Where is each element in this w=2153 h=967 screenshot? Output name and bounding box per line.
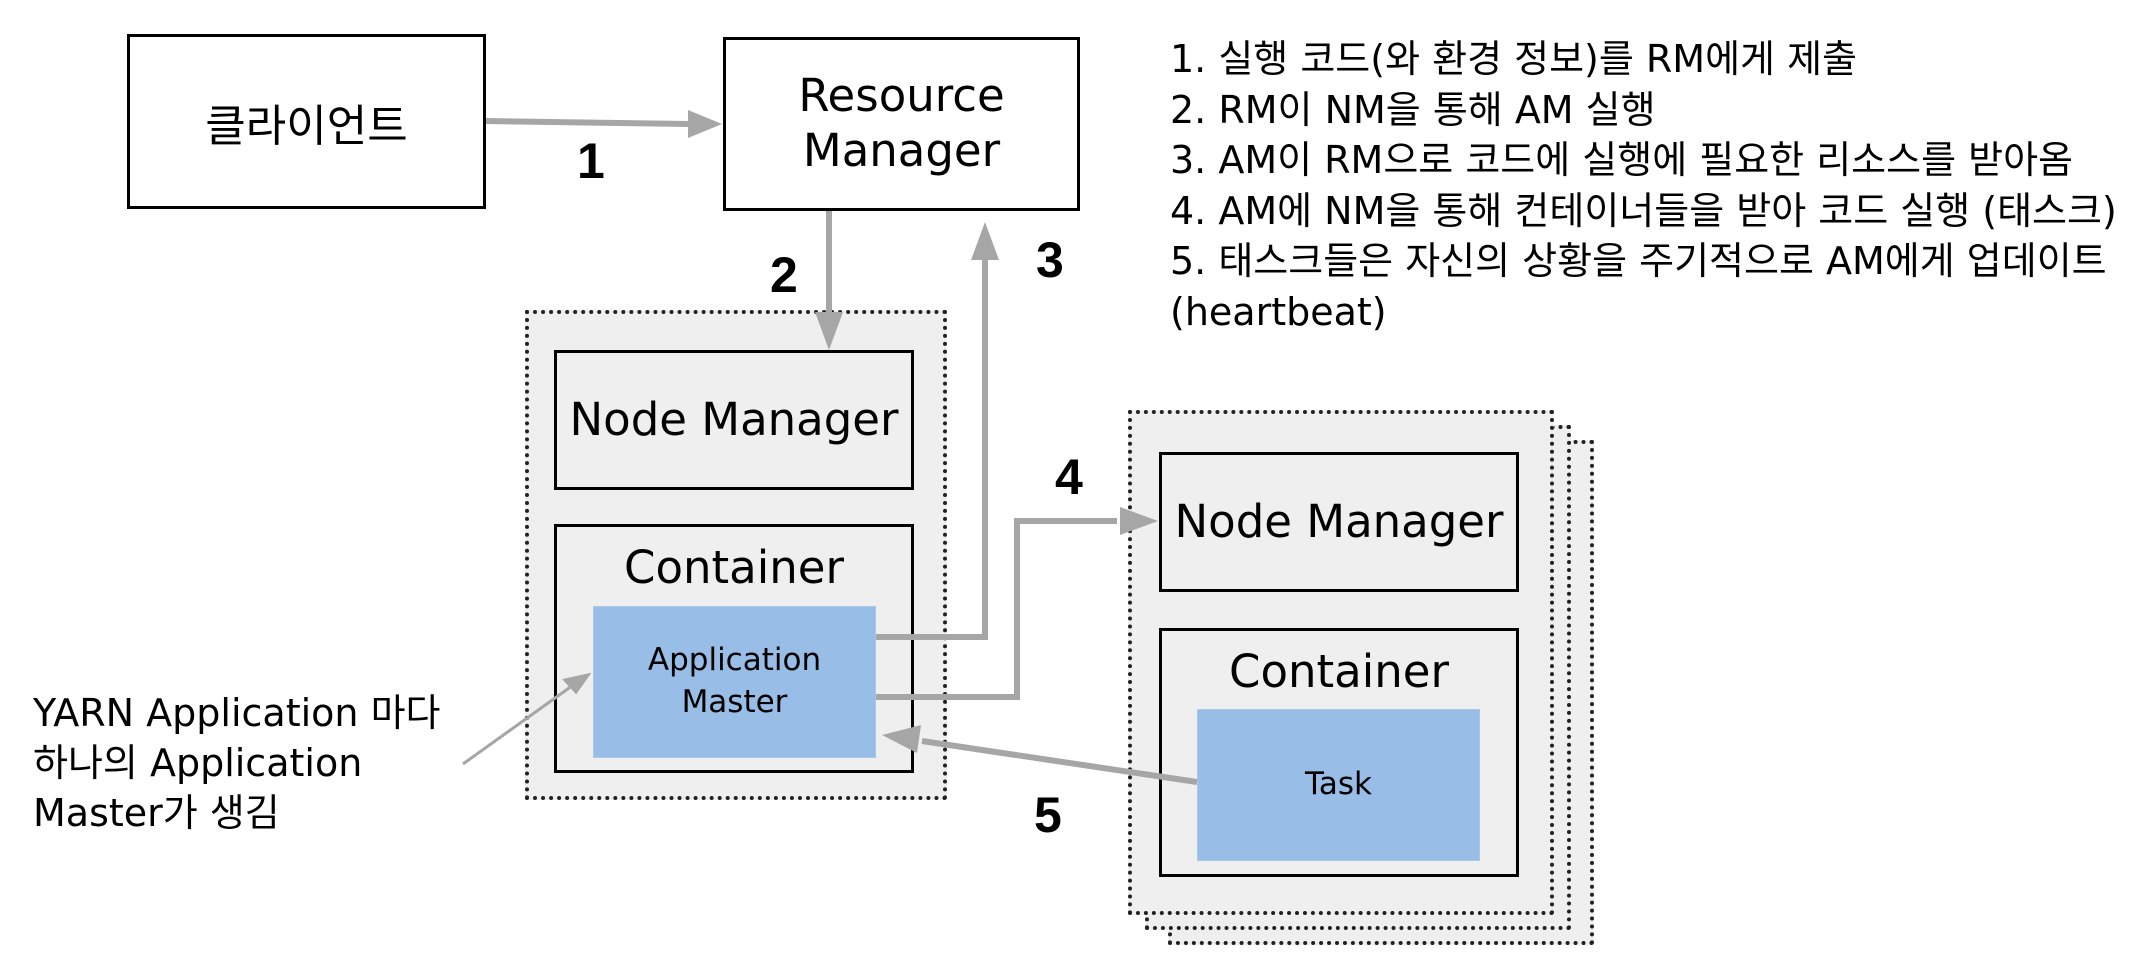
steps-description: 1. 실행 코드(와 환경 정보)를 RM에게 제출 2. RM이 NM을 통해… xyxy=(1170,34,2150,337)
right-node-manager-label: Node Manager xyxy=(1174,494,1504,548)
task-box: Task xyxy=(1197,709,1480,861)
note-line-4: 4. AM에 NM을 통해 컨테이너들을 받아 코드 실행 (태스크) xyxy=(1170,188,2117,233)
resource-manager-box: Resource Manager xyxy=(723,37,1080,211)
note-line-6: (heartbeat) xyxy=(1170,289,1387,334)
left-node-manager-label: Node Manager xyxy=(569,392,899,446)
side-note-line-3: Master가 생김 xyxy=(33,791,280,835)
step-number-5: 5 xyxy=(1034,787,1062,843)
right-container-label: Container xyxy=(1229,645,1449,698)
note-line-5: 5. 태스크들은 자신의 상황을 주기적으로 AM에게 업데이트 xyxy=(1170,239,2107,283)
note-line-3: 3. AM이 RM으로 코드에 실행에 필요한 리소스를 받아옴 xyxy=(1170,138,2074,182)
right-node-manager: Node Manager xyxy=(1159,452,1519,592)
step-number-1: 1 xyxy=(577,133,605,189)
application-master-box: Application Master xyxy=(593,606,876,758)
application-master-label: Application Master xyxy=(647,642,822,720)
client-box: 클라이언트 xyxy=(127,34,486,209)
side-note-line-1: YARN Application 마다 xyxy=(33,691,441,735)
left-node-manager: Node Manager xyxy=(554,350,914,490)
application-master-note: YARN Application 마다 하나의 Application Mast… xyxy=(33,688,441,838)
client-label: 클라이언트 xyxy=(205,100,408,152)
step-number-2: 2 xyxy=(770,247,798,303)
task-label: Task xyxy=(1305,766,1372,803)
arrow-step-1 xyxy=(485,118,691,127)
side-note-line-2: 하나의 Application xyxy=(33,741,363,785)
step-number-3: 3 xyxy=(1036,232,1064,288)
note-line-2: 2. RM이 NM을 통해 AM 실행 xyxy=(1170,87,1656,132)
arrowhead-3 xyxy=(971,222,999,260)
step-number-4: 4 xyxy=(1055,449,1083,505)
arrowhead-1 xyxy=(688,110,722,138)
resource-manager-label: Resource Manager xyxy=(798,69,1005,177)
left-container-label: Container xyxy=(624,541,844,594)
note-line-1: 1. 실행 코드(와 환경 정보)를 RM에게 제출 xyxy=(1170,37,1858,81)
